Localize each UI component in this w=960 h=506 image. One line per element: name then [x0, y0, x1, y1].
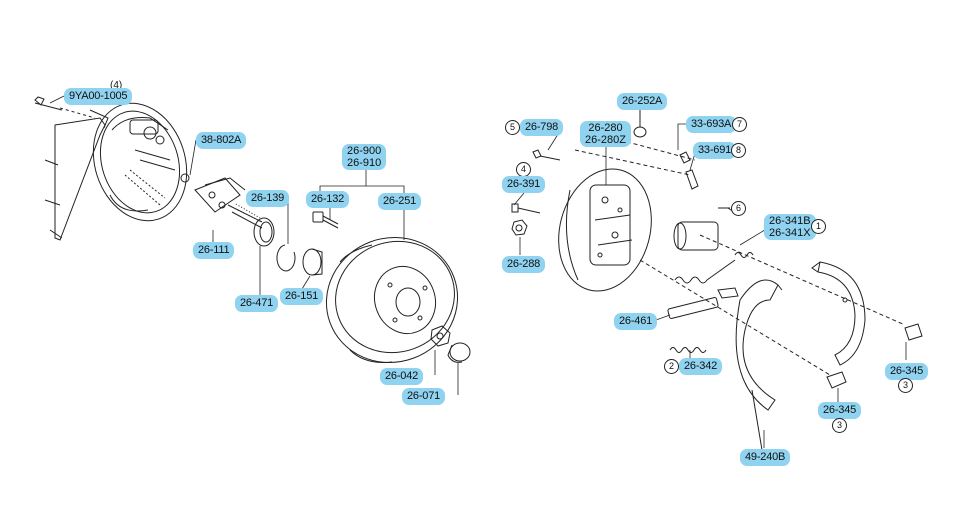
hub-nut-drawing [430, 325, 451, 347]
part-label-26-900-26-910[interactable]: 26-900 26-910 [342, 144, 387, 170]
qty-circle-3-mid: 3 [832, 418, 847, 433]
bolt-drawing [34, 96, 96, 119]
axle-shaft-drawing [194, 177, 263, 229]
part-label-38-802a[interactable]: 38-802A [196, 132, 247, 149]
backing-plate-drawing [558, 139, 696, 292]
right-dashed-lines [639, 234, 906, 376]
part-label-26-252a[interactable]: 26-252A [617, 93, 668, 110]
brake-shoe-secondary-drawing [811, 261, 866, 366]
return-spring-lower-drawing [669, 347, 707, 353]
wheel-cylinder-drawing [673, 207, 730, 251]
part-label-26-471[interactable]: 26-471 [235, 295, 279, 312]
stud-26-391-drawing [511, 203, 541, 214]
qty-circle-8: 8 [731, 143, 746, 158]
part-label-33-691[interactable]: 33-691 [693, 142, 737, 159]
part-label-26-132[interactable]: 26-132 [306, 191, 350, 208]
part-label-26-461[interactable]: 26-461 [614, 313, 658, 330]
part-label-26-798[interactable]: 26-798 [520, 119, 564, 136]
return-spring-upper-drawing [674, 252, 754, 284]
part-label-26-391[interactable]: 26-391 [502, 176, 546, 193]
adjuster-drawing [667, 287, 739, 319]
part-label-26-288[interactable]: 26-288 [502, 256, 546, 273]
part-label-26-251[interactable]: 26-251 [378, 193, 422, 210]
wheel-bearing-drawing [302, 248, 323, 276]
oil-seal-drawing [253, 217, 275, 247]
qty-circle-7: 7 [732, 117, 747, 132]
part-label-26-341x: 26-341X [769, 227, 811, 239]
qty-circle-5: 5 [505, 120, 520, 135]
snap-ring-drawing [276, 244, 296, 272]
part-label-26-280-26-280z[interactable]: 26-280 26-280Z [580, 121, 631, 147]
bleeder-cap-drawing [679, 151, 699, 190]
part-label-26-151[interactable]: 26-151 [280, 288, 324, 305]
part-label-26-341b: 26-341B [769, 215, 811, 227]
qty-circle-1: 1 [811, 219, 826, 234]
part-label-26-342[interactable]: 26-342 [679, 358, 723, 375]
part-label-26-280: 26-280 [588, 122, 623, 134]
qty-circle-2: 2 [664, 359, 679, 374]
part-label-26-345-right[interactable]: 26-345 [885, 363, 929, 380]
part-label-49-240b[interactable]: 49-240B [740, 449, 791, 466]
left-leader-lines [49, 95, 459, 395]
qty-circle-3-right: 3 [898, 378, 913, 393]
part-label-26-910: 26-910 [347, 157, 382, 169]
part-label-26-139[interactable]: 26-139 [246, 190, 290, 207]
bolt-26-798-drawing [532, 149, 561, 161]
axle-housing-drawing [44, 102, 190, 241]
qty-circle-6: 6 [731, 201, 746, 216]
part-label-26-345-mid[interactable]: 26-345 [818, 402, 862, 419]
part-label-26-111[interactable]: 26-111 [193, 242, 235, 259]
part-label-26-071[interactable]: 26-071 [402, 388, 446, 405]
hub-bolt-drawing [312, 211, 339, 229]
bolt-qty-label: (4) [110, 80, 123, 91]
grease-cap-drawing [447, 342, 471, 363]
part-label-26-280z: 26-280Z [585, 134, 626, 146]
qty-circle-4: 4 [516, 162, 531, 177]
part-label-26-042[interactable]: 26-042 [380, 368, 424, 385]
part-label-33-693a[interactable]: 33-693A [686, 116, 737, 133]
brake-shoe-primary-drawing [735, 279, 783, 451]
right-leader-lines [513, 110, 907, 448]
nut-26-288-drawing [511, 219, 528, 236]
hold-down-pin-drawing [826, 323, 923, 389]
brake-drum-drawing [325, 237, 459, 363]
part-label-9ya00-1005[interactable]: 9YA00-1005 [64, 88, 133, 105]
part-label-26-341b-26-341x[interactable]: 26-341B 26-341X [764, 214, 816, 240]
part-label-26-900: 26-900 [347, 145, 382, 157]
